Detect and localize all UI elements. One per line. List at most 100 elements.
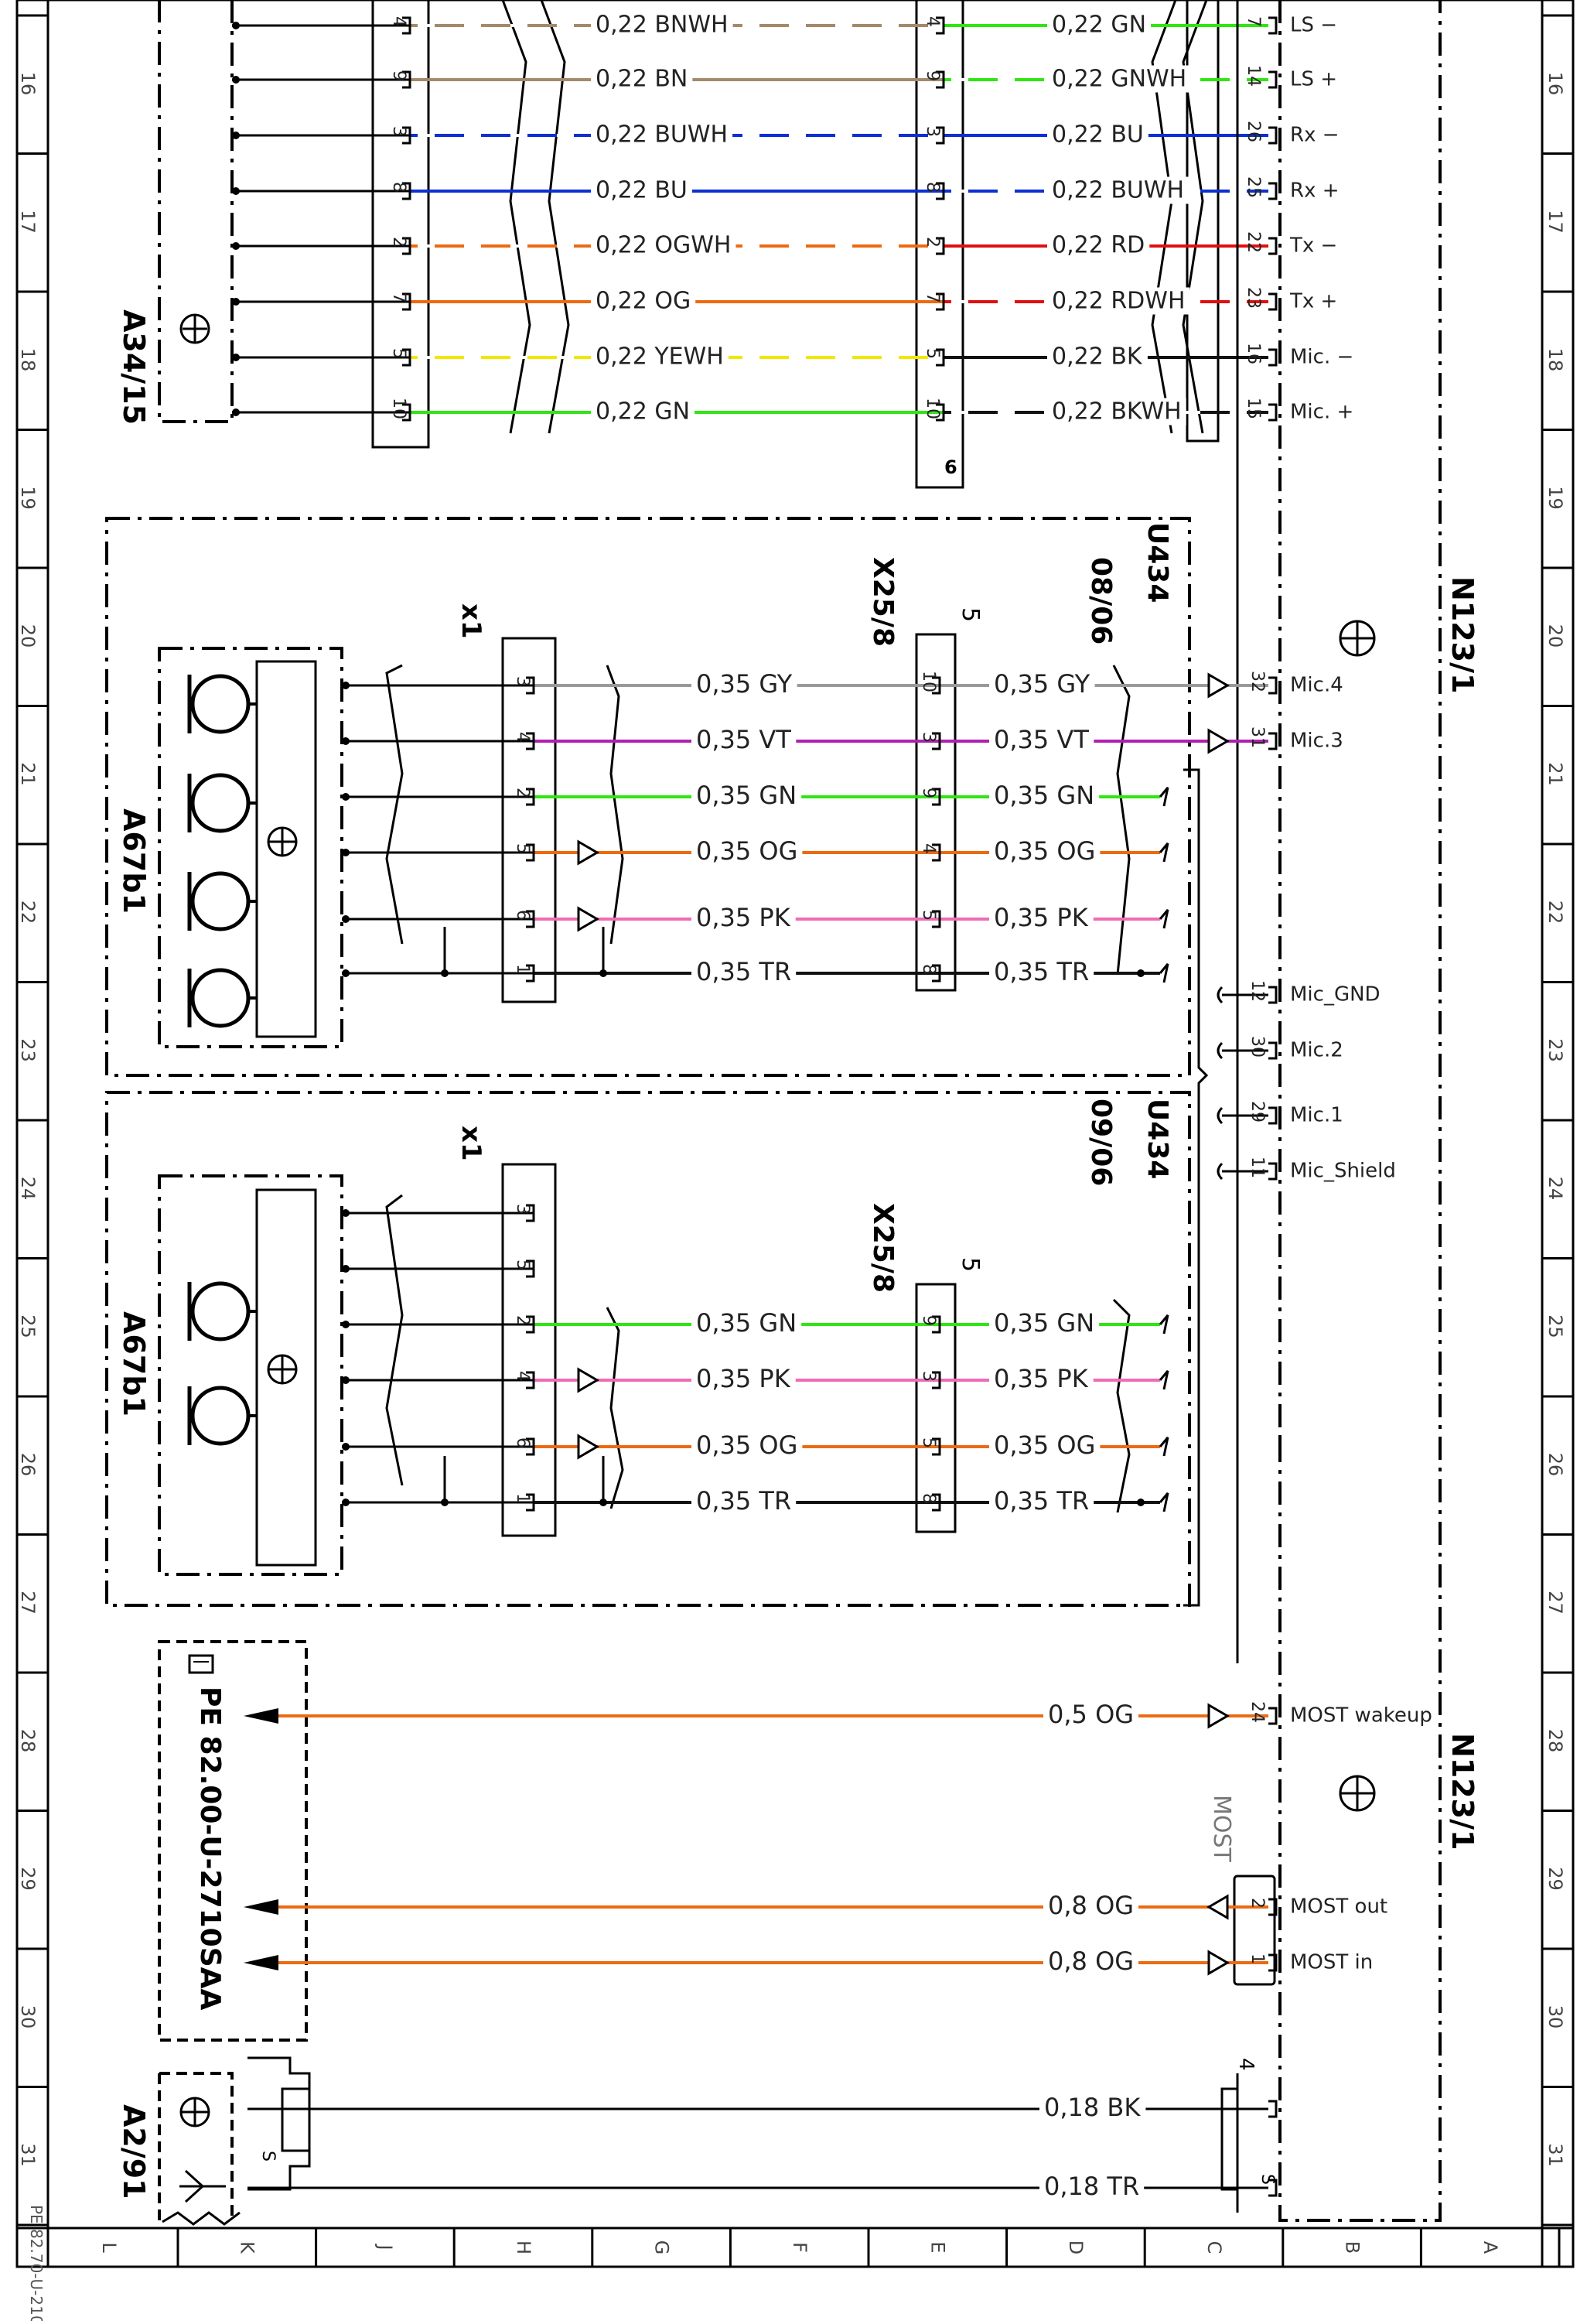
- mid-node: [342, 849, 350, 856]
- mid-pin-x1: [526, 732, 535, 750]
- top-pin-c-num: 23: [1244, 287, 1263, 309]
- grid-row-right-label: 23: [1544, 1038, 1566, 1062]
- mid-node: [342, 682, 350, 689]
- top-wire-label-b: 0,22 GN: [1052, 12, 1146, 39]
- grid-col-label: B: [1341, 2241, 1363, 2254]
- x25-8-upper-label: X25/8: [867, 557, 899, 647]
- mid-pin-n123-num: 32: [1247, 671, 1267, 692]
- grid-row-left-label: 18: [17, 348, 39, 372]
- mid-pin-x1: [526, 676, 535, 695]
- a67b1-lower-amp: [255, 1188, 317, 1567]
- mid-wire-label-b: 0,35 TR: [994, 1486, 1089, 1516]
- most-arrowhead: [244, 1955, 278, 1970]
- shield-label-left: S: [258, 2151, 278, 2162]
- mid-wire-label-b: 0,35 PK: [994, 1364, 1089, 1393]
- grid-row-left-label: 19: [17, 486, 39, 510]
- most-wire-label: 0,5 OG: [1048, 1700, 1134, 1729]
- top-pin-b: [936, 16, 945, 35]
- mid-pin-x1: [526, 843, 535, 862]
- a67b1-upper-ground-icon: [267, 826, 298, 857]
- a67b1-upper-box: [158, 647, 343, 1048]
- mid-pin-x1: [526, 1315, 535, 1334]
- a34-15-label: A34/15: [117, 309, 151, 425]
- grid-row-left-label: 26: [17, 1453, 39, 1477]
- most-arrowhead: [244, 1708, 278, 1724]
- mid-pin-x1: [526, 1437, 535, 1456]
- mid-pin-x1-num: 1: [513, 964, 532, 975]
- mid-wire-label-b: 0,35 OG: [994, 836, 1095, 866]
- mid-arrow: [577, 906, 599, 932]
- label-mask: [691, 1486, 797, 1516]
- bundle-l3: [1112, 1298, 1131, 1513]
- n123-signal-label: Mic.2: [1290, 1039, 1343, 1062]
- mid-node-extra: [342, 1265, 350, 1273]
- mid-pin-x25: [932, 732, 941, 750]
- mid-pin-x25-num: 9: [919, 788, 938, 798]
- most-direction-arrow: [1207, 1703, 1230, 1729]
- mid-wire-label-b: 0,35 VT: [994, 725, 1089, 754]
- top-pin-c-num: 7: [1244, 16, 1263, 27]
- grid-row-left-label: 29: [17, 1867, 39, 1891]
- top-pin-c: [1268, 292, 1278, 311]
- top-wire-label-a: 0,22 OGWH: [596, 232, 731, 259]
- top-pin-c: [1268, 237, 1278, 255]
- mid-pin-x25-num: 5: [919, 1437, 938, 1448]
- mid-pin-x25: [932, 676, 941, 695]
- x25-8-lower-label: X25/8: [867, 1203, 899, 1293]
- x25-8-lower-housing: [915, 1283, 957, 1533]
- n123-signal-pin-num: 29: [1247, 1101, 1267, 1123]
- top-pin-a: [402, 182, 411, 200]
- label-mask: [691, 1430, 803, 1460]
- most-arrowhead: [244, 1899, 278, 1915]
- mid-pin-extra-num: 5: [513, 1259, 532, 1270]
- label-mask: [1047, 65, 1192, 93]
- top-signal-label: Rx +: [1290, 179, 1340, 203]
- a2-91-box: [158, 2072, 234, 2220]
- top-pin-c-num: 16: [1244, 343, 1263, 364]
- top-pin-a-num: 8: [389, 182, 408, 193]
- n123-signal-label: Mic.1: [1290, 1104, 1343, 1127]
- top-signal-label: LS +: [1290, 68, 1337, 91]
- label-mask: [1043, 1700, 1139, 1729]
- mid-pin-extra: [526, 1259, 535, 1278]
- label-mask: [989, 1308, 1100, 1338]
- bundle-bracket: [1183, 768, 1209, 1607]
- mid-node: [342, 915, 350, 923]
- grid-row-left-label: 24: [17, 1177, 39, 1201]
- top-pin-a: [402, 292, 411, 311]
- n123-signal-pin-num: 12: [1247, 980, 1267, 1002]
- mid-pin-x1: [526, 964, 535, 983]
- grid-row-right-label: 27: [1544, 1591, 1566, 1615]
- bottom-pin: [1268, 2100, 1278, 2118]
- u434-lower-box: [105, 1091, 1191, 1607]
- most-wire-label: 0,8 OG: [1048, 1891, 1134, 1920]
- grid-row-left-label: 30: [17, 2005, 39, 2029]
- mid-wire-label-b: 0,35 GN: [994, 1308, 1094, 1338]
- grid-row-left-label: 25: [17, 1314, 39, 1338]
- mid-pin-x1: [526, 1371, 535, 1389]
- top-pin-a-num: 10: [389, 398, 408, 419]
- top-wire-label-a: 0,22 BNWH: [596, 12, 729, 39]
- connector-b-housing: [915, 0, 964, 489]
- mid-wire-label-a: 0,35 GN: [696, 781, 797, 810]
- variant-upper-label: 08/06: [1085, 557, 1117, 644]
- mid-node: [342, 1499, 350, 1506]
- grid-row-left-label: 31: [17, 2143, 39, 2167]
- mid-wire-end: [1159, 1492, 1169, 1512]
- bottom-wire-group: 0,18 BK0,18 TR: [247, 2093, 1278, 2201]
- grid-col-label: H: [513, 2240, 534, 2254]
- top-pin-a: [402, 403, 411, 422]
- top-pin-b: [936, 237, 945, 255]
- grid-row-right-label: 28: [1544, 1729, 1566, 1753]
- top-signal-label: Tx −: [1289, 234, 1337, 258]
- grid-row-right-label: 26: [1544, 1453, 1566, 1477]
- mid-pin-x25: [932, 1315, 941, 1334]
- mid-wire-end: [1159, 1314, 1169, 1335]
- top-pin-b-num: 2: [923, 237, 942, 248]
- label-mask: [591, 287, 696, 315]
- n123-signal-pin: [1268, 1162, 1278, 1181]
- bundle-u2: [606, 665, 624, 945]
- n123-signal-cap: [1217, 1162, 1224, 1181]
- x1-lower-label: x1: [456, 1126, 486, 1161]
